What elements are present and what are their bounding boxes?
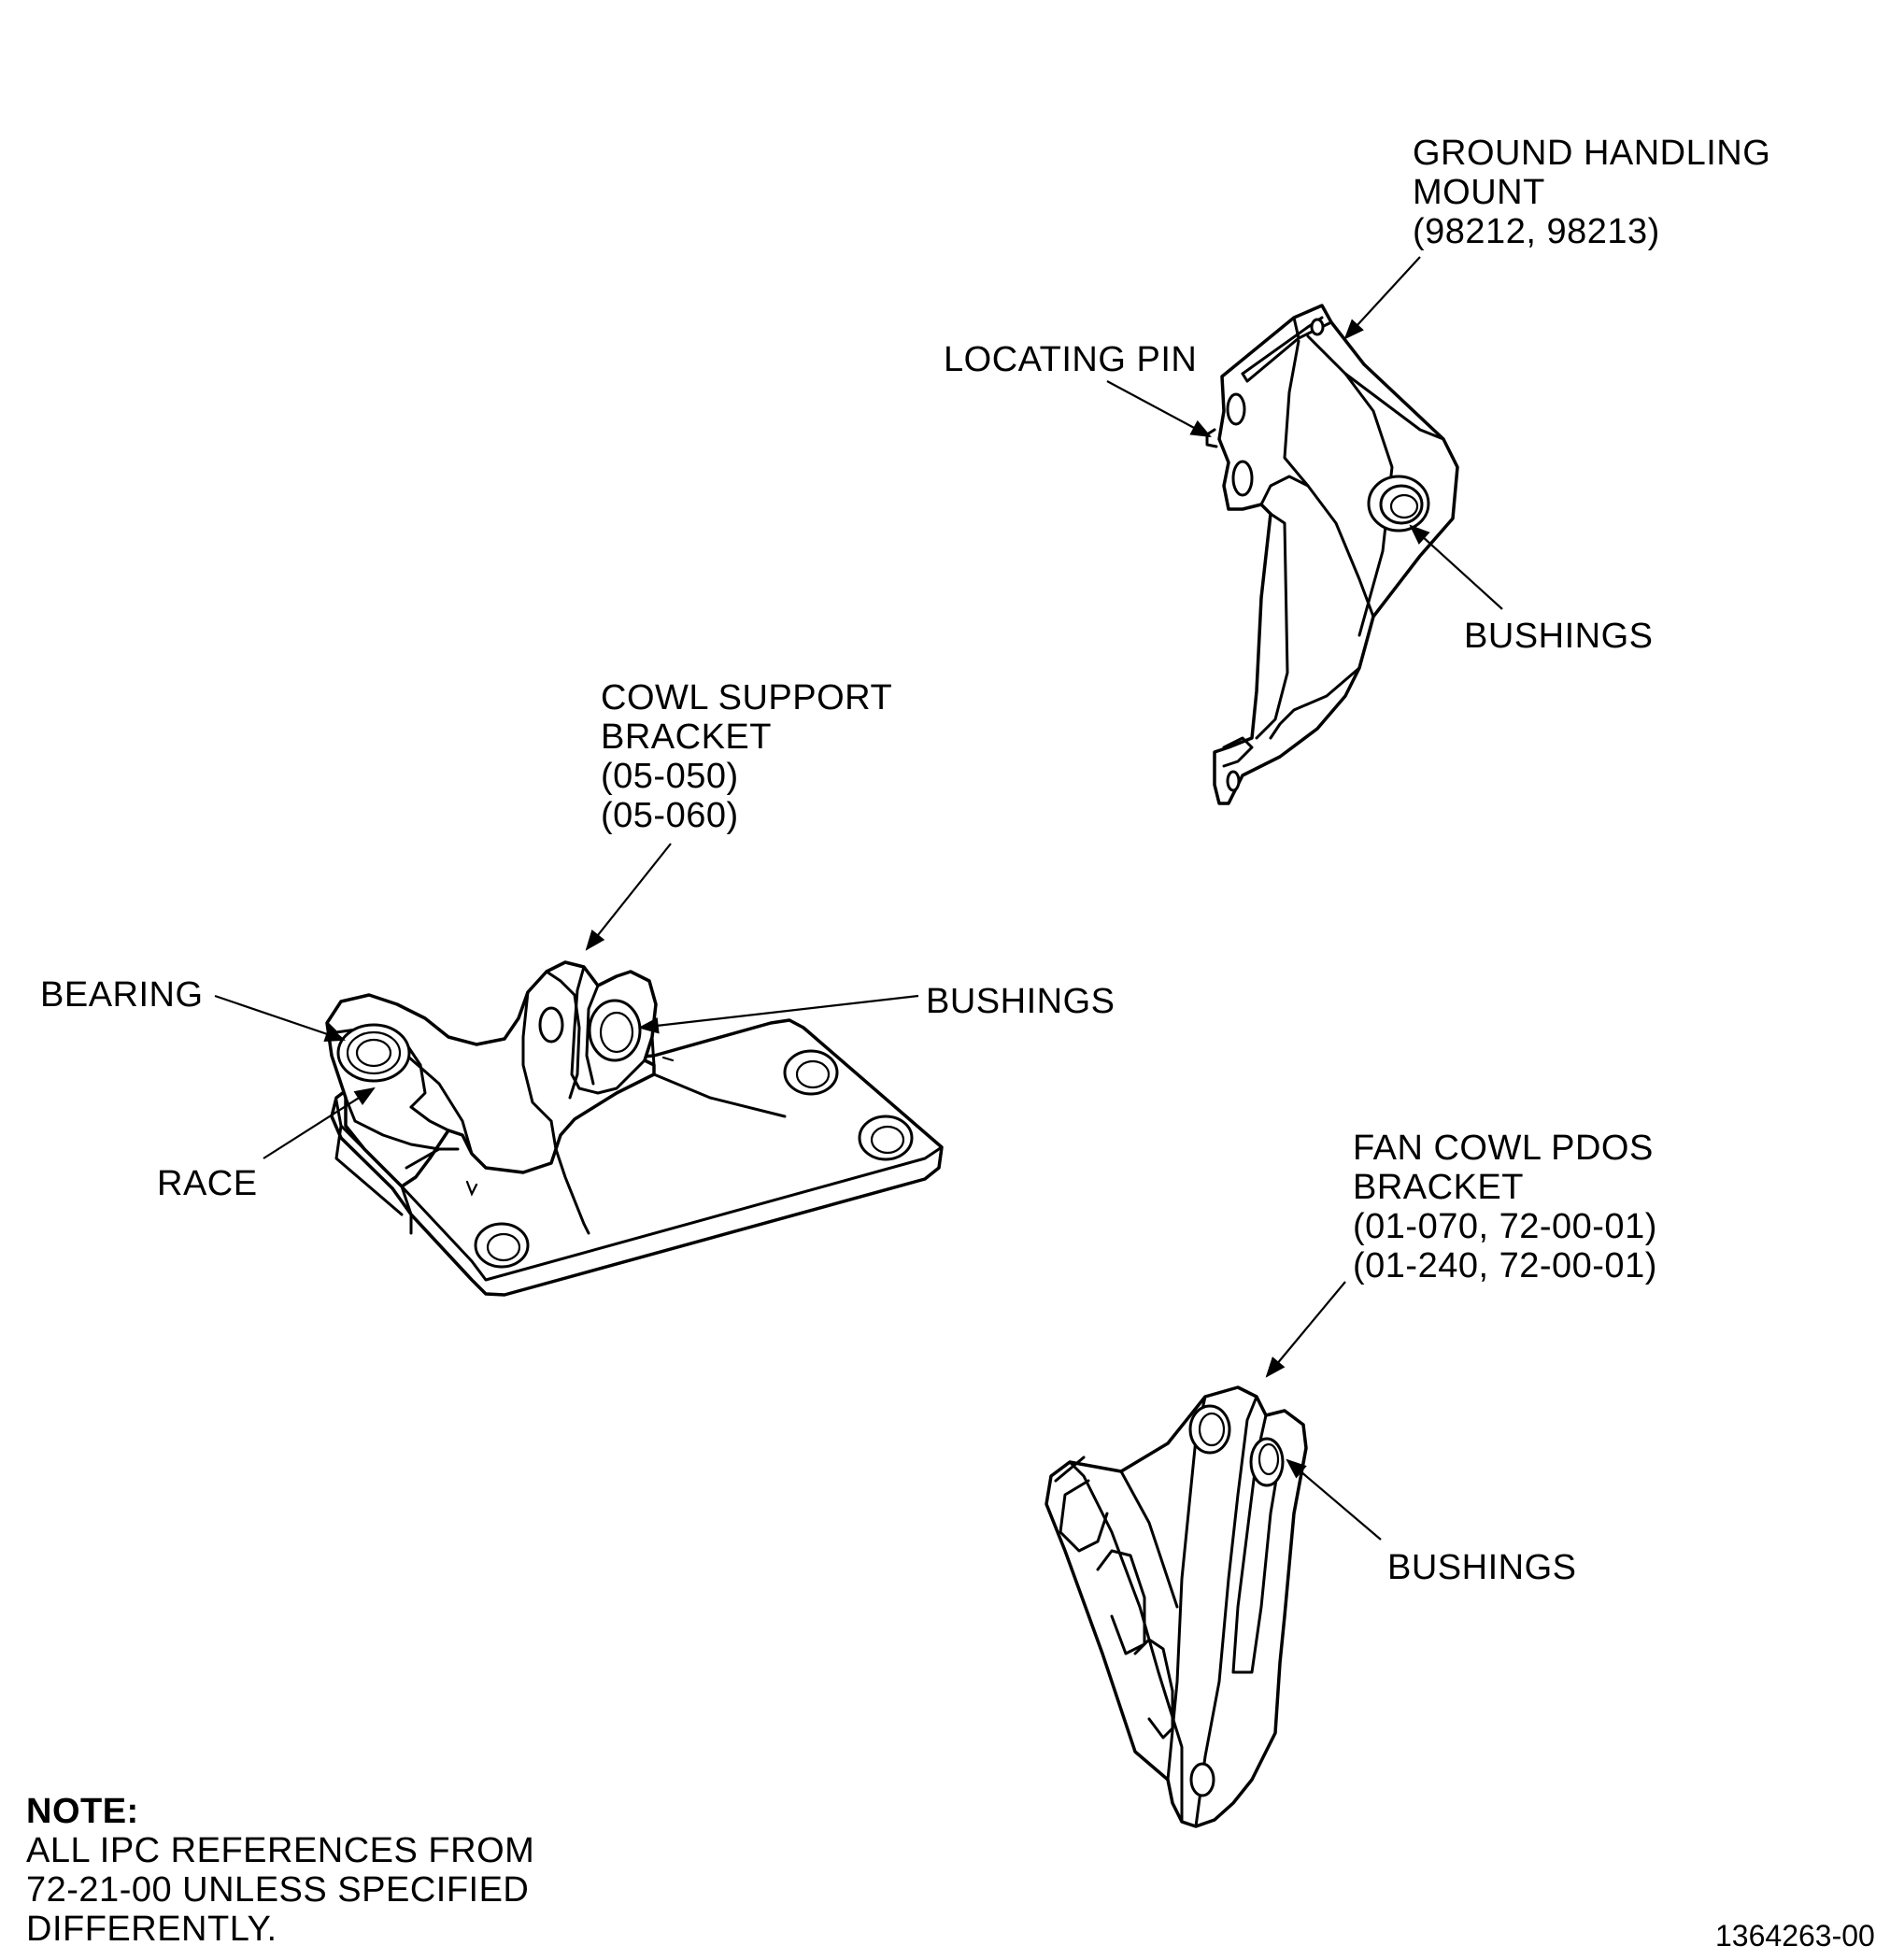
label-bearing: BEARING xyxy=(40,975,204,1015)
label-line: BUSHINGS xyxy=(926,982,1116,1021)
label-locating-pin: LOCATING PIN xyxy=(944,340,1197,379)
cowl-support-bracket-drawing xyxy=(325,960,944,1297)
label-line: MOUNT xyxy=(1413,173,1545,212)
fan-cowl-pdos-bracket-drawing xyxy=(1044,1385,1308,1828)
label-line: BUSHINGS xyxy=(1387,1548,1577,1587)
label-line: GROUND HANDLING xyxy=(1413,134,1771,173)
leader-lines xyxy=(214,256,1503,1541)
label-ground-handling-mount: GROUND HANDLING MOUNT (98212, 98213) xyxy=(1413,134,1770,251)
label-line: BRACKET xyxy=(1353,1168,1524,1207)
note-line: ALL IPC REFERENCES FROM xyxy=(26,1831,535,1870)
label-line: (01-070, 72-00-01) xyxy=(1353,1207,1657,1246)
label-line: (05-060) xyxy=(601,796,739,835)
note-line: 72-21-00 UNLESS SPECIFIED xyxy=(26,1870,530,1910)
label-line: (05-050) xyxy=(601,757,739,796)
label-line: (98212, 98213) xyxy=(1413,212,1660,251)
label-line: LOCATING PIN xyxy=(944,340,1198,379)
label-fan-cowl-pdos-bracket: FAN COWL PDOS BRACKET (01-070, 72-00-01)… xyxy=(1353,1129,1657,1285)
label-bushings-middle: BUSHINGS xyxy=(926,982,1115,1021)
note-block: NOTE: ALL IPC REFERENCES FROM 72-21-00 U… xyxy=(26,1792,534,1949)
label-line: BUSHINGS xyxy=(1464,617,1654,656)
label-bushings-bottom: BUSHINGS xyxy=(1387,1548,1576,1587)
ground-handling-mount-drawing xyxy=(1205,304,1459,805)
label-race: RACE xyxy=(157,1164,258,1203)
figure-reference-number: 1364263-00 xyxy=(1715,1919,1875,1953)
label-bushings-top: BUSHINGS xyxy=(1464,617,1653,656)
note-line: DIFFERENTLY. xyxy=(26,1910,277,1949)
note-title: NOTE: xyxy=(26,1792,139,1831)
label-line: (01-240, 72-00-01) xyxy=(1353,1246,1657,1285)
label-line: COWL SUPPORT xyxy=(601,678,893,717)
label-cowl-support-bracket: COWL SUPPORT BRACKET (05-050) (05-060) xyxy=(601,678,892,835)
label-line: RACE xyxy=(157,1164,258,1203)
label-line: FAN COWL PDOS xyxy=(1353,1129,1654,1168)
label-line: BRACKET xyxy=(601,717,772,757)
label-line: BEARING xyxy=(40,975,204,1015)
